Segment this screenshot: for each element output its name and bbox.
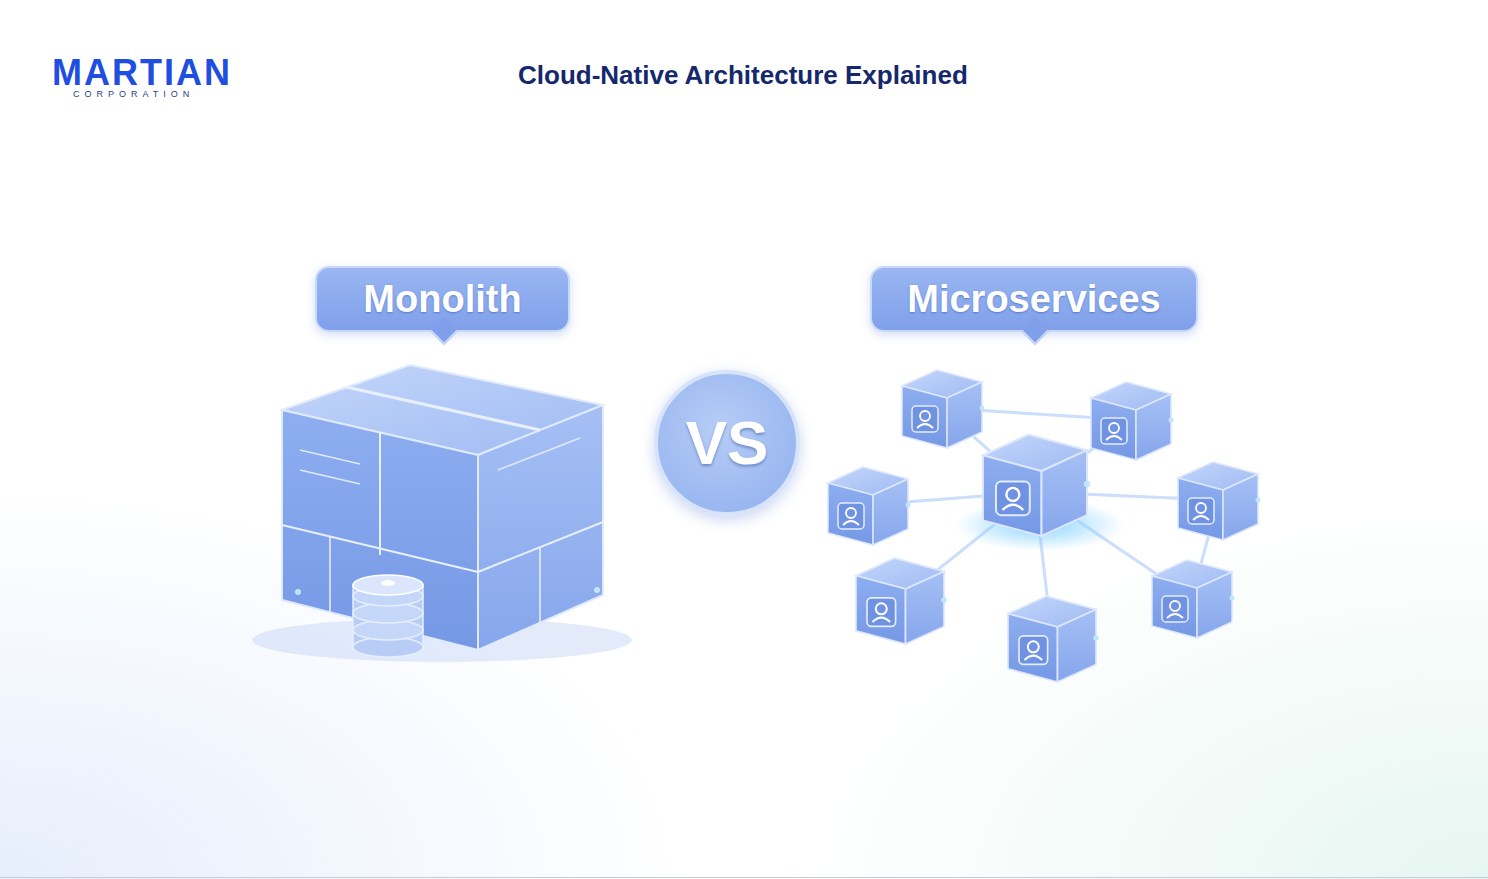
callout-bubble: Microservices [870,266,1198,332]
logo-subtitle: CORPORATION [73,90,194,99]
node-label: Microservices [907,280,1161,318]
callout-bubble: Monolith [315,266,570,332]
page-title: Cloud-Native Architecture Explained [518,60,968,91]
node-label: VS [686,412,769,474]
microservices-network [828,370,1261,682]
vs-circle: VS [654,370,800,516]
database-icon [353,575,423,657]
monolith-block [252,365,632,662]
node-label: Monolith [363,280,521,318]
logo-wordmark: MARTIAN [52,55,232,91]
